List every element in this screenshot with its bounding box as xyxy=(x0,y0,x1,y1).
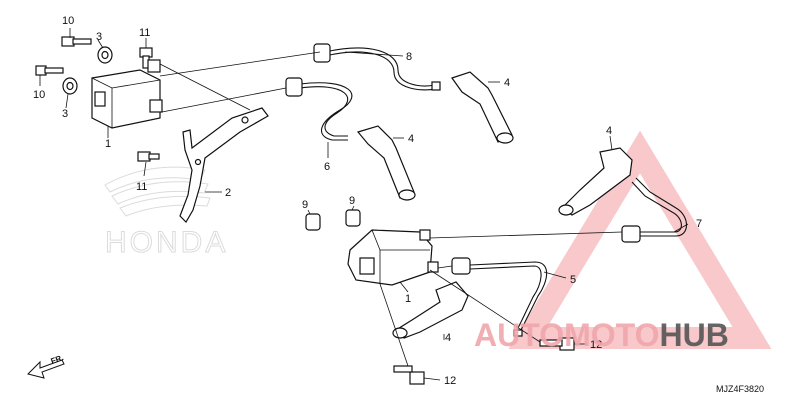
bracket-2 xyxy=(179,107,269,223)
callout-12-bottom: 12 xyxy=(444,375,456,387)
bolt-12-right xyxy=(539,337,575,351)
plug-wire-6 xyxy=(285,77,353,141)
watermark-text: AUTOMOTOHUB xyxy=(474,317,729,353)
callout-8: 8 xyxy=(406,51,412,63)
plug-wire-8 xyxy=(313,43,441,91)
watermark-triangle xyxy=(508,130,772,349)
ignition-coil-upper xyxy=(91,59,163,129)
callout-10-upper: 10 xyxy=(62,15,74,27)
callout-1-upper: 1 xyxy=(105,138,111,150)
callout-12-right: 12 xyxy=(590,339,602,351)
ignition-coil-lower xyxy=(347,229,439,286)
callout-4-upper-right: 4 xyxy=(504,77,510,89)
front-label: FR. xyxy=(50,353,65,366)
callout-3-lower: 3 xyxy=(62,108,68,120)
callout-1-lower: 1 xyxy=(405,293,411,305)
callout-9-right: 9 xyxy=(349,195,355,207)
callout-2: 2 xyxy=(225,187,231,199)
plug-cap-4-right xyxy=(558,147,633,216)
bolt-12-bottom xyxy=(393,365,425,385)
callout-3-upper: 3 xyxy=(96,31,102,43)
callout-11-upper: 11 xyxy=(139,27,150,39)
watermark-auto: AUTO xyxy=(474,317,564,353)
plug-wire-7 xyxy=(621,177,688,243)
callout-6: 6 xyxy=(324,161,330,173)
svg-text:AUTOMOTOHUB: AUTOMOTOHUB xyxy=(474,317,729,353)
callout-10-lower: 10 xyxy=(33,89,45,101)
callout-4-right: 4 xyxy=(606,125,612,137)
callout-9-left: 9 xyxy=(302,199,308,211)
honda-wing-logo: HONDA xyxy=(104,166,228,260)
callout-11-lower: 11 xyxy=(136,181,147,193)
plug-cap-4-lower xyxy=(392,281,469,339)
collar-9-left xyxy=(305,213,321,231)
leader-lines xyxy=(39,28,689,381)
plug-cap-4-upper-right xyxy=(451,71,514,144)
callout-4-lower: 4 xyxy=(445,332,451,344)
callout-5: 5 xyxy=(570,274,576,286)
front-direction-arrow: FR. xyxy=(27,353,65,379)
bolt-10-lower xyxy=(35,65,64,76)
collar-9-right xyxy=(345,209,361,227)
watermark-moto: MOTO xyxy=(564,317,659,353)
plug-cap-4-center xyxy=(356,125,416,201)
washer-3-lower xyxy=(62,77,78,95)
bolt-11-lower xyxy=(137,151,160,162)
watermark-hub: HUB xyxy=(659,317,728,353)
honda-logo-text: HONDA xyxy=(105,226,228,259)
plug-wire-5 xyxy=(451,257,548,337)
bolt-10-upper xyxy=(61,36,92,47)
callout-7: 7 xyxy=(696,218,702,230)
callout-4-center: 4 xyxy=(408,133,414,145)
diagram-code: MJZ4F3820 xyxy=(716,384,764,394)
washer-3-upper xyxy=(97,46,113,64)
callout-numbers: 10 3 11 10 3 1 8 4 4 6 11 2 4 9 9 7 5 1 … xyxy=(33,15,702,387)
